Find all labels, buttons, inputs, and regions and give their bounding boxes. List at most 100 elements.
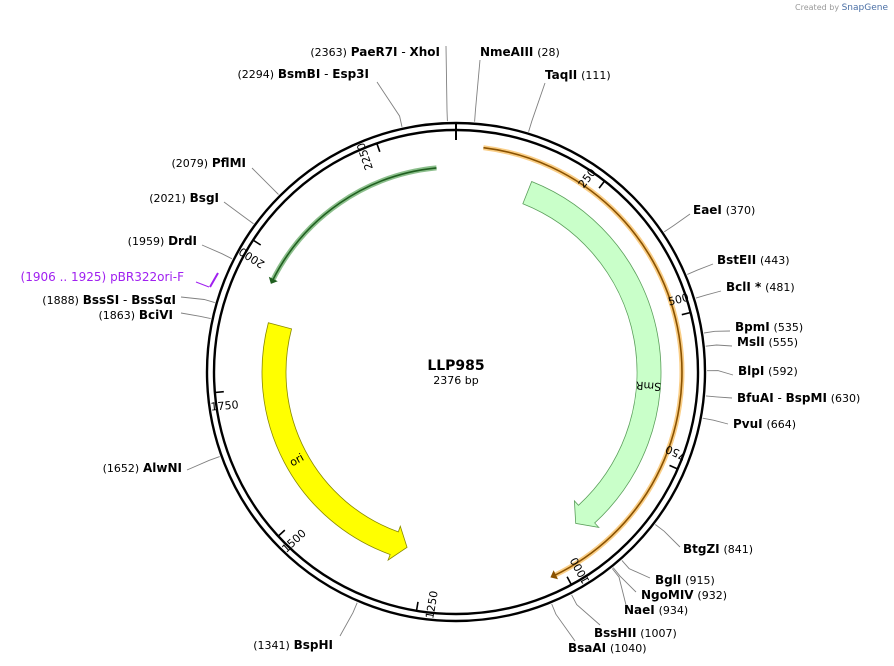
site-bsmbi-esp3i-label: (2294) BsmBI - Esp3I [237, 67, 369, 81]
primer-range: (1906 .. 1925) [21, 270, 107, 284]
site-taqii-label: TaqII (111) [545, 68, 611, 82]
site-enzyme-name: BssSI [83, 293, 120, 307]
site-position: (535) [774, 321, 804, 334]
site-bpmi-label: BpmI (535) [735, 320, 803, 334]
primer-annotation[interactable]: (1906 .. 1925) pBR322ori-F [21, 270, 219, 288]
site-enzyme-name: BssHII [594, 626, 636, 640]
site-bsaai-leader [551, 603, 576, 642]
feature-green-arc-line [271, 167, 437, 282]
site-bsteii-leader [687, 263, 714, 275]
site-naei-leader [611, 568, 627, 606]
site-enzyme-name: MslI [737, 335, 765, 349]
site-position: (370) [726, 204, 756, 217]
site-eaei-label: EaeI (370) [693, 203, 755, 217]
site-enzyme-name-2: BspMI [786, 391, 827, 405]
site-eaei[interactable]: EaeI (370) [663, 203, 755, 233]
site-enzyme-name: BfuAI [737, 391, 774, 405]
site-position: (111) [581, 69, 611, 82]
site-drdi[interactable]: (1959) DrdI [128, 234, 233, 260]
site-enzyme-name-2: BssSαI [131, 293, 176, 307]
site-bsgi-label: (2021) BsgI [149, 191, 219, 205]
site-bsaai-label: BsaAI (1040) [568, 641, 647, 655]
site-bcivi[interactable]: (1863) BciVI [98, 308, 211, 322]
site-position: (841) [723, 543, 753, 556]
site-bpmi[interactable]: BpmI (535) [703, 320, 803, 334]
credit-prefix: Created by [795, 3, 840, 12]
site-position: (664) [766, 418, 796, 431]
site-alwni-label: (1652) AlwNI [103, 461, 182, 475]
site-pflmi-leader [251, 167, 279, 195]
site-enzyme-name: NmeAIII [480, 45, 533, 59]
site-bsphi[interactable]: (1341) BspHI [253, 602, 358, 652]
feature-smr-label: SmR [635, 378, 662, 393]
site-enzyme-name: TaqII [545, 68, 577, 82]
tick-label-1250: 1250 [423, 590, 440, 620]
site-bsssi-bsssai[interactable]: (1888) BssSI - BssSαI [42, 293, 215, 307]
feature-green-arc-arrowhead [268, 276, 278, 284]
tick-label-500: 500 [667, 291, 691, 309]
snapgene-credit: Created by SnapGene [795, 3, 888, 13]
site-paer7i-xhoi-label: (2363) PaeR7I - XhoI [310, 45, 440, 59]
site-alwni[interactable]: (1652) AlwNI [103, 456, 220, 475]
site-blpi-label: BlpI (592) [738, 364, 798, 378]
tick-mark-2250 [376, 143, 381, 153]
site-nmeaiii-leader [474, 59, 481, 122]
site-layer: (2363) PaeR7I - XhoI NmeAIII (28) TaqII (1… [42, 45, 860, 655]
site-position: (28) [537, 46, 560, 59]
feature-green-arc[interactable] [268, 165, 437, 284]
site-bcli-label: BclI * (481) [726, 280, 795, 294]
plasmid-name: LLP985 [427, 358, 484, 374]
site-position: (1341) [253, 639, 290, 652]
feature-layer: SmR ori [261, 145, 685, 580]
site-enzyme-name: BglI [655, 573, 681, 587]
site-bcivi-leader [180, 312, 211, 320]
site-position: (555) [769, 336, 799, 349]
site-taqii[interactable]: TaqII (111) [528, 68, 611, 132]
site-bsgi-leader [223, 201, 254, 225]
feature-smr[interactable]: SmR [522, 180, 662, 528]
site-pflmi-label: (2079) PflMI [171, 156, 246, 170]
site-pvui-leader [702, 417, 729, 425]
feature-orange-arc[interactable] [483, 145, 685, 580]
site-bcivi-label: (1863) BciVI [98, 308, 173, 322]
site-enzyme-name: NaeI [624, 603, 655, 617]
site-bfuai-bspmi-label: BfuAI - BspMI (630) [737, 391, 860, 405]
site-bsaai[interactable]: BsaAI (1040) [551, 603, 647, 655]
feature-ori[interactable]: ori [261, 322, 408, 562]
site-msli[interactable]: MslI (555) [705, 335, 799, 349]
tick-label-2000: 2000 [237, 245, 268, 271]
site-paer7i-xhoi[interactable]: (2363) PaeR7I - XhoI [310, 45, 448, 122]
site-btgzi[interactable]: BtgZI (841) [655, 524, 753, 557]
site-bsgi[interactable]: (2021) BsgI [149, 191, 254, 225]
site-bfuai-bspmi-leader [705, 395, 733, 399]
tick-mark-1750 [214, 390, 224, 394]
site-pvui-label: PvuI (664) [733, 417, 796, 431]
site-bfuai-bspmi[interactable]: BfuAI - BspMI (630) [705, 391, 860, 405]
feature-ori-arrow [261, 322, 408, 562]
site-position: (2294) [237, 68, 274, 81]
site-pflmi[interactable]: (2079) PflMI [171, 156, 279, 195]
site-bsshii[interactable]: BssHII (1007) [571, 594, 677, 640]
site-bsshii-leader [571, 594, 601, 626]
site-position: (481) [765, 281, 795, 294]
tick-mark-1250 [415, 601, 419, 611]
site-bgli[interactable]: BglI (915) [621, 560, 715, 587]
site-blpi[interactable]: BlpI (592) [706, 364, 798, 378]
site-position: (1652) [103, 462, 140, 475]
tick-label-1000: 1000 [568, 555, 593, 586]
site-enzyme-name: PaeR7I [351, 45, 398, 59]
tick-label-250: 250 [576, 166, 599, 191]
primer-label: (1906 .. 1925) pBR322ori-F [21, 270, 185, 284]
site-nmeaiii[interactable]: NmeAIII (28) [474, 45, 560, 122]
site-bsmbi-esp3i[interactable]: (2294) BsmBI - Esp3I [237, 67, 403, 127]
site-nmeaiii-label: NmeAIII (28) [480, 45, 560, 59]
site-position: (932) [697, 589, 727, 602]
site-naei[interactable]: NaeI (934) [611, 568, 688, 618]
tick-label-1750: 1750 [210, 398, 239, 413]
site-enzyme-name: BstEII [717, 253, 756, 267]
site-bsteii[interactable]: BstEII (443) [687, 253, 790, 275]
site-enzyme-name: BspHI [294, 638, 333, 652]
site-bcli[interactable]: BclI * (481) [695, 280, 795, 299]
site-ngomiv[interactable]: NgoMIV (932) [612, 567, 727, 602]
site-pvui[interactable]: PvuI (664) [702, 417, 796, 431]
